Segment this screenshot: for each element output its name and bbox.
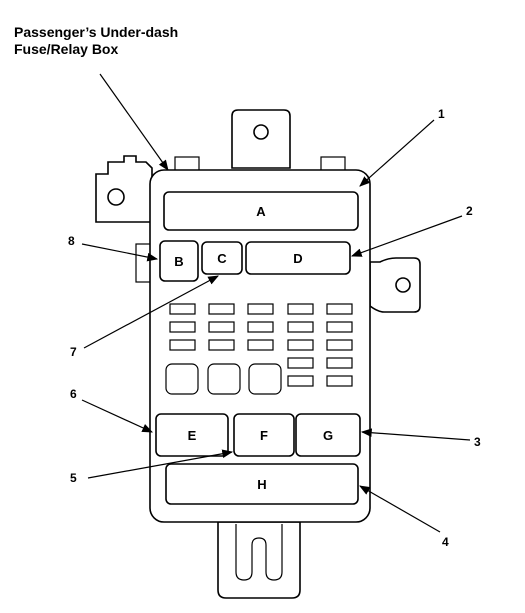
callout-7: 7 bbox=[70, 345, 77, 359]
callout-6-arrow bbox=[81, 399, 153, 433]
title-leader-arrow bbox=[99, 73, 169, 171]
fuse-slot bbox=[169, 339, 196, 351]
callout-3: 3 bbox=[474, 435, 481, 449]
fuse-slot bbox=[287, 357, 314, 369]
fuse-slot bbox=[287, 375, 314, 387]
callout-8: 8 bbox=[68, 234, 75, 248]
callout-3-arrow bbox=[360, 428, 471, 441]
diagram-title-line2: Fuse/Relay Box bbox=[14, 41, 118, 57]
fuse-slot bbox=[208, 303, 235, 315]
connector-h bbox=[165, 463, 359, 505]
fuse-slot-grid bbox=[169, 303, 353, 387]
callout-8-arrow bbox=[81, 243, 159, 262]
callout-1: 1 bbox=[438, 107, 445, 121]
connector-h-label: H bbox=[257, 477, 266, 492]
connector-d-label: D bbox=[293, 251, 302, 266]
left-connector-bracket bbox=[95, 155, 153, 223]
connector-c bbox=[201, 241, 243, 275]
connector-a bbox=[163, 191, 359, 231]
connector-d bbox=[245, 241, 351, 275]
fuse-slot bbox=[287, 321, 314, 333]
callout-4: 4 bbox=[442, 535, 449, 549]
callout-7-arrow bbox=[83, 275, 219, 349]
right-mounting-ear bbox=[369, 257, 421, 313]
connector-a-label: A bbox=[256, 204, 266, 219]
diagram-title-line1: Passenger’s Under-dash bbox=[14, 24, 178, 40]
callout-2: 2 bbox=[466, 204, 473, 218]
fuse-slot bbox=[326, 357, 353, 369]
connector-e bbox=[155, 413, 229, 457]
connector-c-label: C bbox=[217, 251, 227, 266]
top-left-clip bbox=[174, 156, 200, 172]
callout-2-arrow bbox=[350, 215, 463, 257]
right-mounting-hole bbox=[395, 277, 411, 293]
fuse-slot bbox=[326, 303, 353, 315]
relay-socket bbox=[207, 363, 241, 395]
callout-5-arrow bbox=[87, 449, 234, 479]
callout-4-arrow bbox=[359, 485, 441, 533]
connector-e-label: E bbox=[188, 428, 197, 443]
fuse-slot bbox=[247, 339, 274, 351]
fuse-slot bbox=[169, 303, 196, 315]
fuse-slot bbox=[208, 339, 235, 351]
callout-6: 6 bbox=[70, 387, 77, 401]
fuse-slot bbox=[247, 303, 274, 315]
left-bracket-hole bbox=[107, 188, 125, 206]
fuse-slot bbox=[326, 375, 353, 387]
fuse-slot bbox=[287, 303, 314, 315]
fuse-slot bbox=[208, 321, 235, 333]
connector-g bbox=[295, 413, 361, 457]
bottom-tab-slots bbox=[235, 524, 283, 581]
callout-1-arrow bbox=[359, 119, 435, 187]
fuse-slot bbox=[169, 321, 196, 333]
connector-g-label: G bbox=[323, 428, 333, 443]
fuse-slot bbox=[287, 339, 314, 351]
callout-5: 5 bbox=[70, 471, 77, 485]
connector-f bbox=[233, 413, 295, 457]
fuse-slot bbox=[326, 321, 353, 333]
top-mounting-hole bbox=[253, 124, 269, 140]
connector-f-label: F bbox=[260, 428, 268, 443]
fuse-slot bbox=[247, 321, 274, 333]
fuse-slot bbox=[326, 339, 353, 351]
relay-socket bbox=[165, 363, 199, 395]
connector-b-label: B bbox=[174, 254, 183, 269]
top-right-clip bbox=[320, 156, 346, 172]
relay-socket bbox=[248, 363, 282, 395]
connector-b bbox=[159, 240, 199, 282]
